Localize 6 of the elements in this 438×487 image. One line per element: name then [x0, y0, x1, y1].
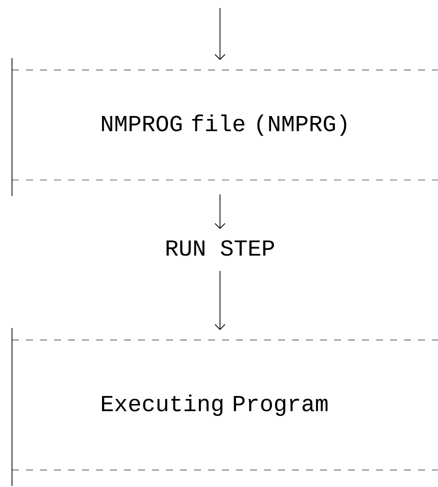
arrow: [214, 8, 226, 60]
program-box: NMPROG file (NMPRG): [12, 58, 438, 196]
arrow: [214, 270, 226, 330]
step-label: RUN STEP: [166, 240, 274, 256]
arrow: [214, 194, 226, 229]
program-box: Executing Program: [12, 328, 438, 486]
